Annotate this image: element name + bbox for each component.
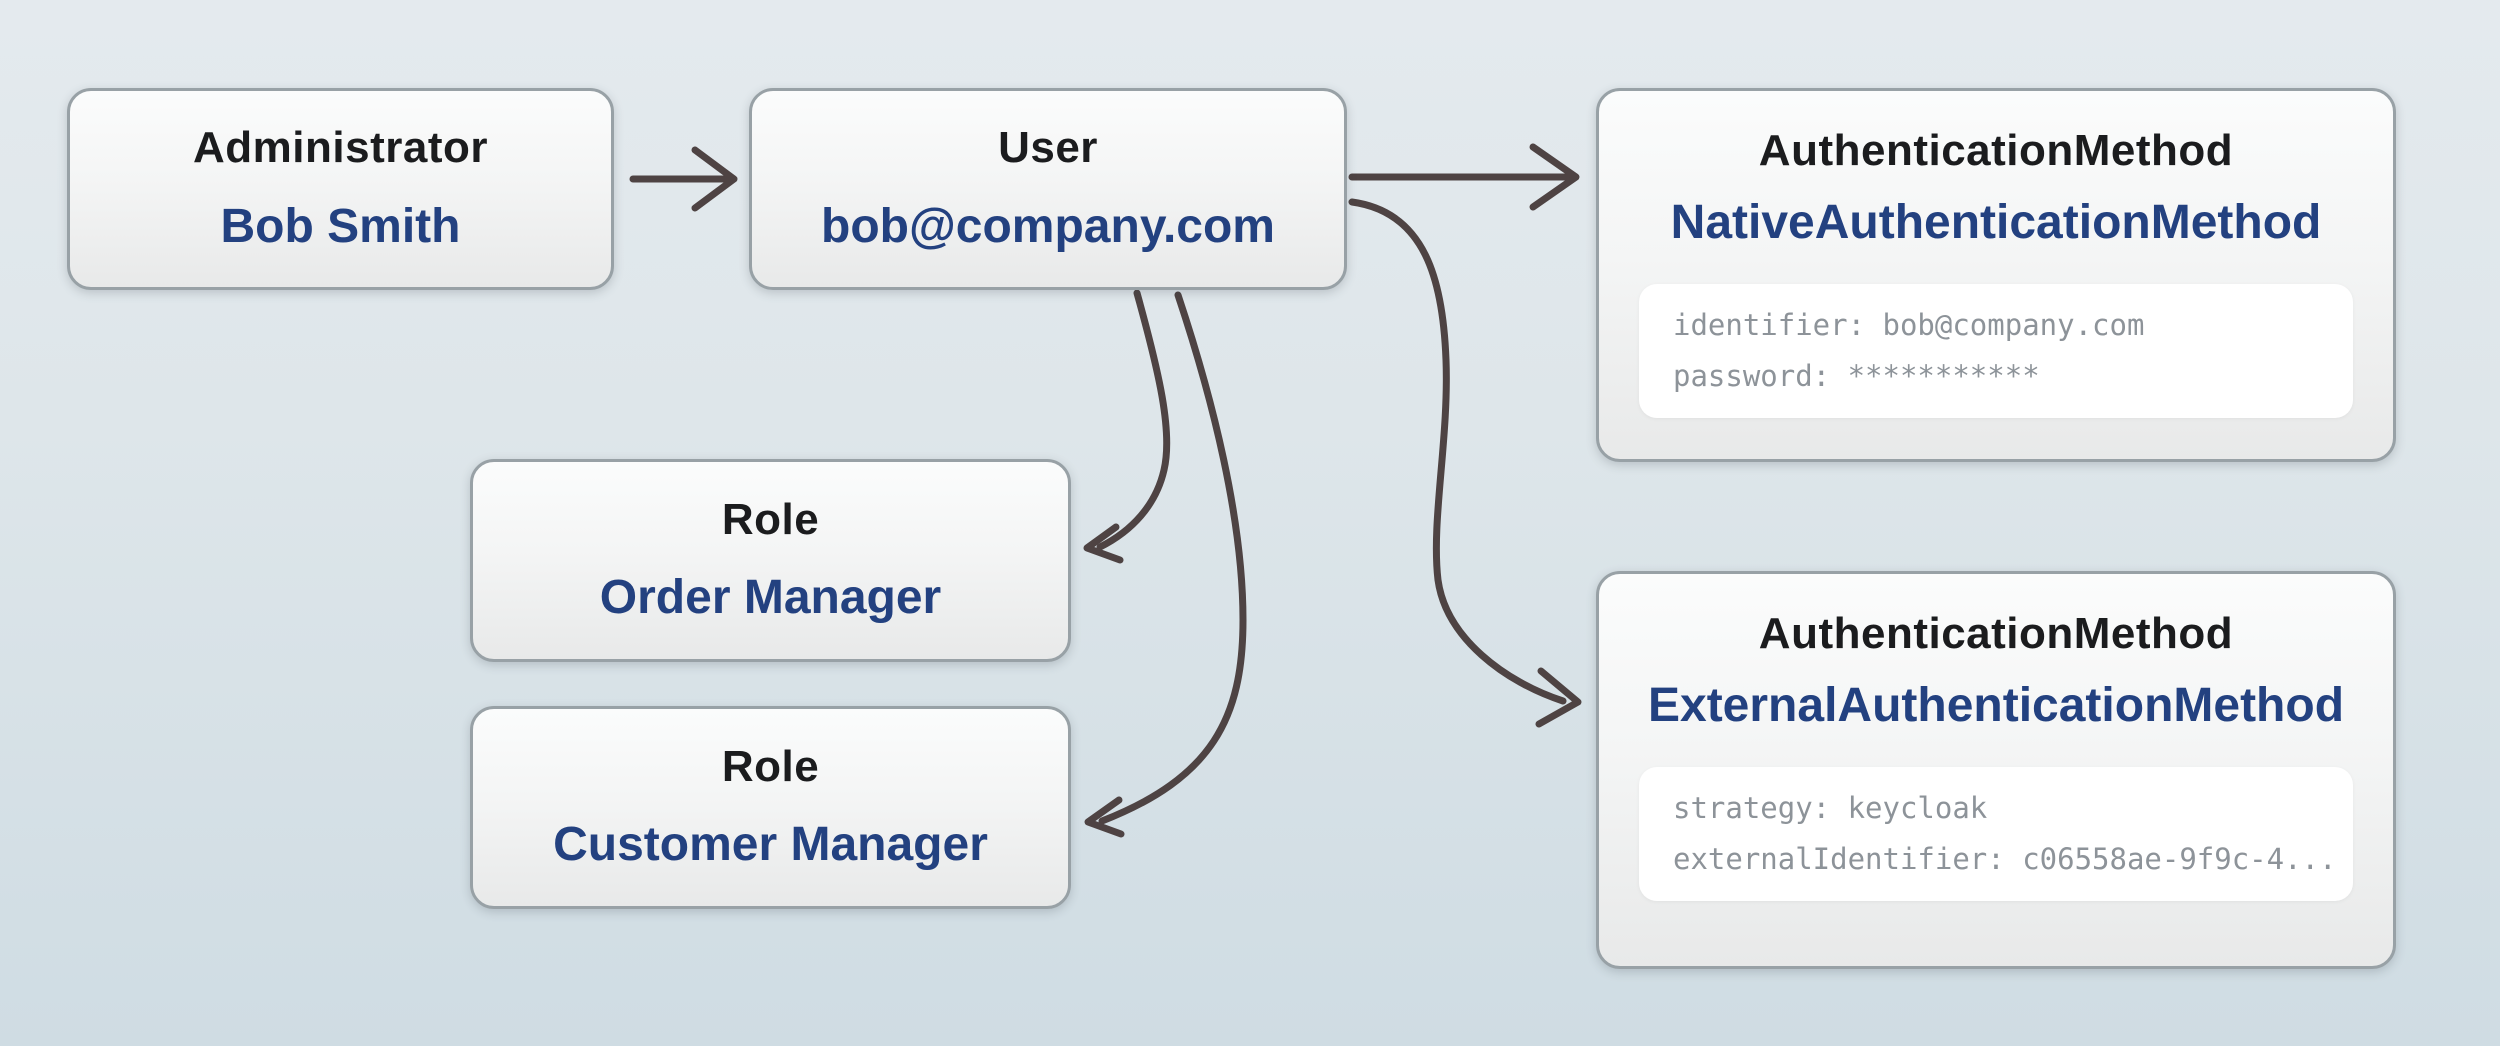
arrowhead-icon bbox=[1529, 143, 1580, 211]
node-user: User bob@company.com bbox=[749, 88, 1347, 290]
node-value: Bob Smith bbox=[220, 199, 461, 253]
attribute-external-identifier: externalIdentifier: c06558ae-9f9c-4... bbox=[1673, 841, 2337, 876]
node-external-authentication-method: AuthenticationMethod ExternalAuthenticat… bbox=[1596, 571, 2396, 969]
node-value: bob@company.com bbox=[821, 199, 1275, 253]
arrowhead-icon bbox=[1535, 667, 1582, 728]
node-value: Customer Manager bbox=[553, 818, 988, 872]
node-type-label: Role bbox=[721, 741, 820, 791]
node-role-customer-manager: Role Customer Manager bbox=[470, 706, 1071, 909]
attribute-password: password: *********** bbox=[1673, 358, 2040, 393]
edge-user-to-role-customer-manager bbox=[1084, 291, 1247, 838]
edge-user-to-external-auth bbox=[1348, 198, 1582, 728]
node-role-order-manager: Role Order Manager bbox=[470, 459, 1071, 662]
node-type-label: Role bbox=[721, 494, 820, 544]
node-type-label: Administrator bbox=[193, 123, 488, 173]
node-native-authentication-method: AuthenticationMethod NativeAuthenticatio… bbox=[1596, 88, 2396, 462]
edge-administrator-to-user bbox=[629, 146, 738, 212]
attribute-strategy: strategy: keycloak bbox=[1673, 791, 1988, 826]
node-administrator: Administrator Bob Smith bbox=[67, 88, 614, 290]
node-value: ExternalAuthenticationMethod bbox=[1647, 679, 2345, 733]
node-value: Order Manager bbox=[599, 571, 942, 625]
edge-user-to-role-order-manager bbox=[1083, 289, 1171, 564]
node-value: NativeAuthenticationMethod bbox=[1670, 196, 2322, 250]
attribute-box: strategy: keycloak externalIdentifier: c… bbox=[1639, 767, 2353, 901]
arrowhead-icon bbox=[691, 146, 738, 212]
edge-line bbox=[1348, 198, 1567, 705]
node-type-label: AuthenticationMethod bbox=[1758, 126, 2234, 175]
attribute-box: identifier: bob@company.com password: **… bbox=[1639, 284, 2353, 418]
node-type-label: User bbox=[998, 123, 1098, 173]
edge-line bbox=[1096, 289, 1171, 551]
node-type-label: AuthenticationMethod bbox=[1758, 609, 2234, 658]
attribute-identifier: identifier: bob@company.com bbox=[1673, 308, 2145, 343]
edge-user-to-native-auth bbox=[1348, 143, 1580, 211]
arrowhead-icon bbox=[1084, 796, 1125, 838]
edge-line bbox=[1098, 291, 1247, 825]
arrowhead-icon bbox=[1083, 523, 1124, 564]
